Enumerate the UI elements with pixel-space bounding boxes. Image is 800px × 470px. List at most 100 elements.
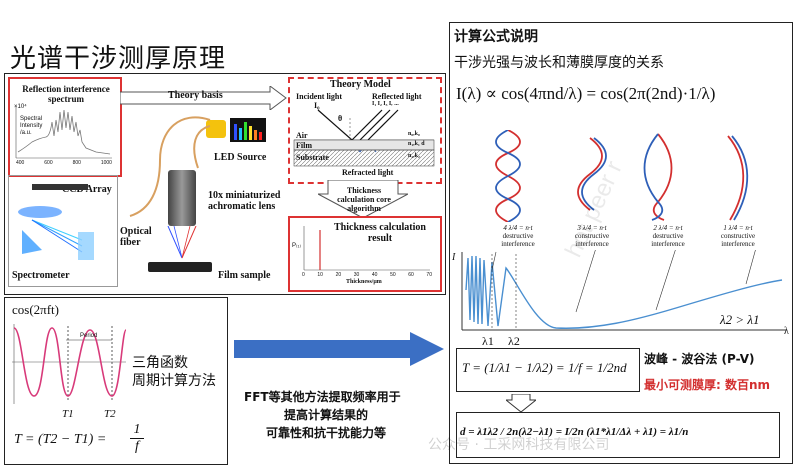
- wave-frac-2: 3 λ/4 = n·t: [577, 224, 607, 232]
- spectrometer-label: Spectrometer: [12, 270, 70, 281]
- theta-label: θ: [338, 114, 343, 123]
- thickness-result-box: [288, 216, 442, 292]
- film-label: Film: [296, 141, 312, 150]
- spectrometer-optics: [18, 184, 94, 260]
- reflected-light-label: Reflected light: [372, 92, 422, 101]
- wave-frac-1: 4 λ/4 = n·t: [503, 224, 533, 232]
- sub-n-label: n₂,k₂: [408, 153, 420, 159]
- wave-caption-4: 1 λ/4 = n·t constructive interference: [706, 224, 770, 248]
- period-formula-num: 1: [130, 422, 144, 439]
- result-x-tick: 40: [371, 272, 378, 278]
- lambda1-label: λ1: [482, 334, 494, 348]
- lambda2-label: λ2: [508, 334, 520, 348]
- air-n-label: n₀,k₀: [408, 131, 420, 137]
- lambda-compare-label: λ2 > λ1: [720, 312, 760, 327]
- wave-caption-3: 2 λ/4 = n·t destructive interference: [636, 224, 700, 248]
- wave-label2-3: interference: [651, 240, 685, 248]
- wave-caption-2: 3 λ/4 = n·t constructive interference: [560, 224, 624, 248]
- incident-symbol: I₀: [314, 101, 320, 110]
- lambda-axis-label: λ: [784, 326, 789, 337]
- reflected-symbol: I₁ I₂ I₃ Iᵣ ...: [372, 101, 399, 107]
- period-equation-box: [456, 348, 640, 392]
- lens-beam: [167, 226, 197, 259]
- spectrometer-box: [8, 175, 118, 287]
- cosine-wave-plot: [12, 324, 127, 404]
- thickness-equation-box: [456, 412, 780, 458]
- optical-fiber-label: Optical fiber: [120, 226, 152, 248]
- period-equation: T = (1/λ1 − 1/λ2) = 1/f = 1/2nd: [462, 360, 627, 375]
- film-sample-stage: [148, 262, 212, 272]
- spectrum-x-tick: 800: [72, 160, 81, 166]
- thickness-result-title: Thickness calculation result: [334, 222, 426, 244]
- wave-label1-3: destructive: [652, 232, 684, 240]
- spectrum-x-tick: 1000: [100, 160, 112, 166]
- lens-label: 10x miniaturized achromatic lens: [208, 190, 281, 212]
- result-y-label: P₍₁₎: [292, 243, 301, 249]
- spectral-intensity-label: Spectral Intensity /a.u.: [20, 116, 43, 136]
- result-x-tick: 10: [317, 272, 323, 278]
- theory-model-diagram: [293, 109, 435, 167]
- page-title: 光谱干涉测厚原理: [10, 44, 227, 74]
- intensity-axis-label: I: [452, 252, 456, 263]
- period-formula-den: f: [135, 439, 139, 454]
- wave-frac-4: 1 λ/4 = n·t: [723, 224, 753, 232]
- fft-text-2: 提高计算结果的: [284, 408, 369, 422]
- film-sample-label: Film sample: [218, 270, 271, 281]
- t1-label: T1: [62, 408, 74, 420]
- result-x-tick: 20: [335, 272, 342, 278]
- formula-panel-heading: 计算公式说明: [454, 29, 538, 45]
- wave-label1-4: constructive: [720, 232, 756, 240]
- thickness-result-plot: [303, 226, 430, 271]
- incident-light-label: Incident light: [296, 92, 343, 101]
- wave-label2-4: interference: [721, 240, 755, 248]
- formula-panel-subheading: 干涉光强与波长和薄膜厚度的关系: [454, 55, 664, 71]
- reflection-spectrum-title: Reflection interference spectrum: [22, 84, 110, 104]
- result-x-tick: 70: [426, 272, 432, 278]
- spectrum-x-tick: 400: [16, 160, 25, 166]
- trig-method-line1: 三角函数: [132, 355, 188, 371]
- result-x-tick: 0: [302, 272, 305, 278]
- cos-label: cos(2πft): [12, 302, 59, 317]
- wave-label2-1: interference: [501, 240, 535, 248]
- theory-model-title: Theory Model: [330, 79, 391, 90]
- standing-wave-illustrations: [495, 130, 749, 222]
- reflection-spectrum-box: [8, 77, 122, 177]
- refracted-light-label: Refracted light: [342, 168, 394, 177]
- algorithm-arrow: [318, 180, 408, 219]
- result-x-tick: 60: [408, 272, 414, 278]
- air-label: Air: [296, 131, 308, 140]
- spectrum-x-tick: 600: [44, 160, 53, 166]
- result-x-ticks: 0 10 20 30 40 50 60 70: [302, 272, 432, 278]
- led-spectrum-icon: [230, 118, 266, 142]
- thickness-algorithm-label: Thickness calculation core algorithm: [337, 186, 391, 213]
- period-formula-lhs: T = (T2 − T1) =: [14, 432, 107, 447]
- result-x-tick: 30: [353, 272, 360, 278]
- wave-label2-2: interference: [575, 240, 609, 248]
- period-label: Period: [80, 333, 98, 339]
- reflection-spectrum-plot: [15, 106, 112, 159]
- wave-label1-2: constructive: [574, 232, 610, 240]
- fft-text-3: 可靠性和抗干扰能力等: [266, 426, 387, 440]
- wave-frac-3: 2 λ/4 = n·t: [653, 224, 683, 232]
- equation-down-arrow: [506, 394, 536, 412]
- fft-arrow: [234, 332, 444, 366]
- fft-text-1: FFT等其他方法提取频率用于: [244, 390, 401, 404]
- min-thickness-label: 最小可测膜厚: 数百nm: [644, 378, 771, 392]
- wave-caption-1: 4 λ/4 = n·t destructive interference: [486, 224, 550, 248]
- thickness-equation: d = λ1λ2 / 2n(λ2−λ1) = I/2n (λ1*λ1/Δλ + …: [460, 426, 689, 438]
- t2-label: T2: [104, 408, 116, 420]
- led-source-icon: [206, 120, 226, 138]
- led-source-label: LED Source: [214, 152, 267, 163]
- spectrum-x-ticks: 400 600 800 1000: [16, 160, 112, 166]
- period-formula-fraction: 1 f: [130, 422, 144, 455]
- result-x-tick: 50: [390, 272, 396, 278]
- theory-basis-arrow: [120, 86, 287, 110]
- film-n-label: n₁,k₁ d: [408, 141, 425, 147]
- substrate-label: Substrate: [296, 153, 329, 162]
- optical-fiber: [129, 116, 211, 217]
- pv-method-label: 波峰 - 波谷法 (P-V): [644, 352, 755, 366]
- lens-body: [168, 170, 196, 226]
- theory-basis-label: Theory basis: [168, 90, 223, 101]
- main-formula: I(λ) ∝ cos(4πnd/λ) = cos(2π(2nd)·1/λ): [456, 84, 716, 103]
- intensity-curve-plot: [461, 250, 786, 331]
